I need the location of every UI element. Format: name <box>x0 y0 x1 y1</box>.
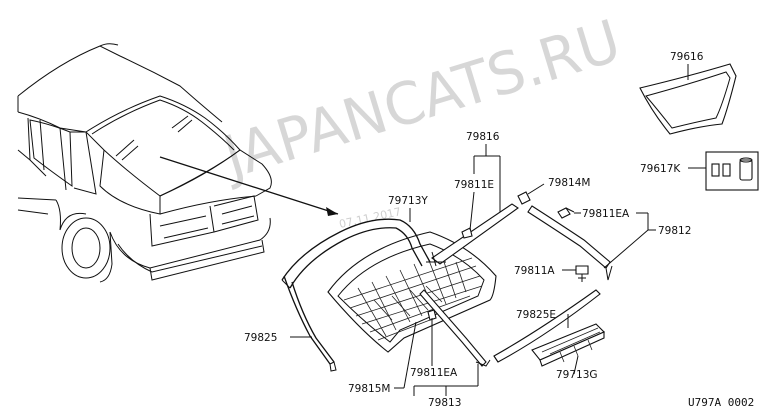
label-79713y: 79713Y <box>388 195 428 207</box>
label-79811ea-bottom: 79811EA <box>410 367 458 379</box>
watermark: JAPANCATS.RU <box>213 6 628 192</box>
car-body-illustration <box>17 43 272 283</box>
lower-clip <box>427 309 437 321</box>
label-79825: 79825 <box>244 332 277 344</box>
label-79814m: 79814M <box>548 177 590 189</box>
leader-lines <box>290 64 706 396</box>
upper-right-trim <box>426 203 519 267</box>
label-79812: 79812 <box>658 225 691 237</box>
label-79713g: 79713G <box>556 369 598 381</box>
date-stamp: 07.11.2017 <box>338 205 402 231</box>
corner-clip <box>517 191 531 205</box>
leader-arrow <box>159 156 339 216</box>
kit-79617k <box>705 151 759 191</box>
strip-79825e <box>493 289 601 363</box>
label-79813: 79813 <box>428 397 461 409</box>
figure-code: U797A 0002 <box>688 396 754 409</box>
glass-79616 <box>639 63 737 135</box>
label-79811ea-top: 79811EA <box>582 208 630 220</box>
bolt <box>575 265 589 282</box>
label-79815m: 79815M <box>348 383 390 395</box>
upper-moulding <box>281 218 431 289</box>
rear-window-glass <box>327 231 497 353</box>
label-79616: 79616 <box>670 51 704 63</box>
side-moulding-left <box>283 275 337 372</box>
right-side-trim <box>527 205 613 281</box>
label-79811a: 79811A <box>514 265 555 277</box>
clip-79811e <box>461 227 473 239</box>
label-79816: 79816 <box>466 131 500 143</box>
label-79825e: 79825E <box>516 309 556 321</box>
label-79811e: 79811E <box>454 179 494 191</box>
upper-clip <box>557 207 575 219</box>
strip-79713g <box>531 323 605 367</box>
label-79617k: 79617K <box>640 163 681 175</box>
lower-moulding <box>419 289 491 367</box>
